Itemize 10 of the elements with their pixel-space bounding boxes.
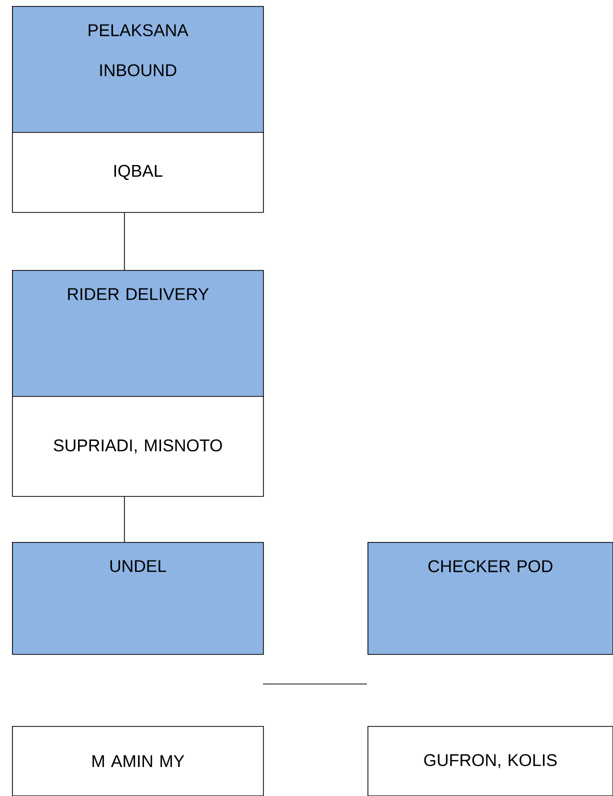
name-box: GUFRON, KOLIS <box>368 726 613 796</box>
name-box: M AMIN MY <box>12 726 264 796</box>
connector-line <box>124 212 125 270</box>
connector-line <box>124 496 125 542</box>
role-box: RIDER DELIVERY <box>12 270 264 397</box>
role-box: PELAKSANA INBOUND <box>12 6 264 133</box>
name-box: IQBAL <box>12 132 264 213</box>
name-box: SUPRIADI, MISNOTO <box>12 396 264 497</box>
role-box: UNDEL <box>12 542 264 655</box>
role-box: CHECKER POD <box>368 542 613 655</box>
